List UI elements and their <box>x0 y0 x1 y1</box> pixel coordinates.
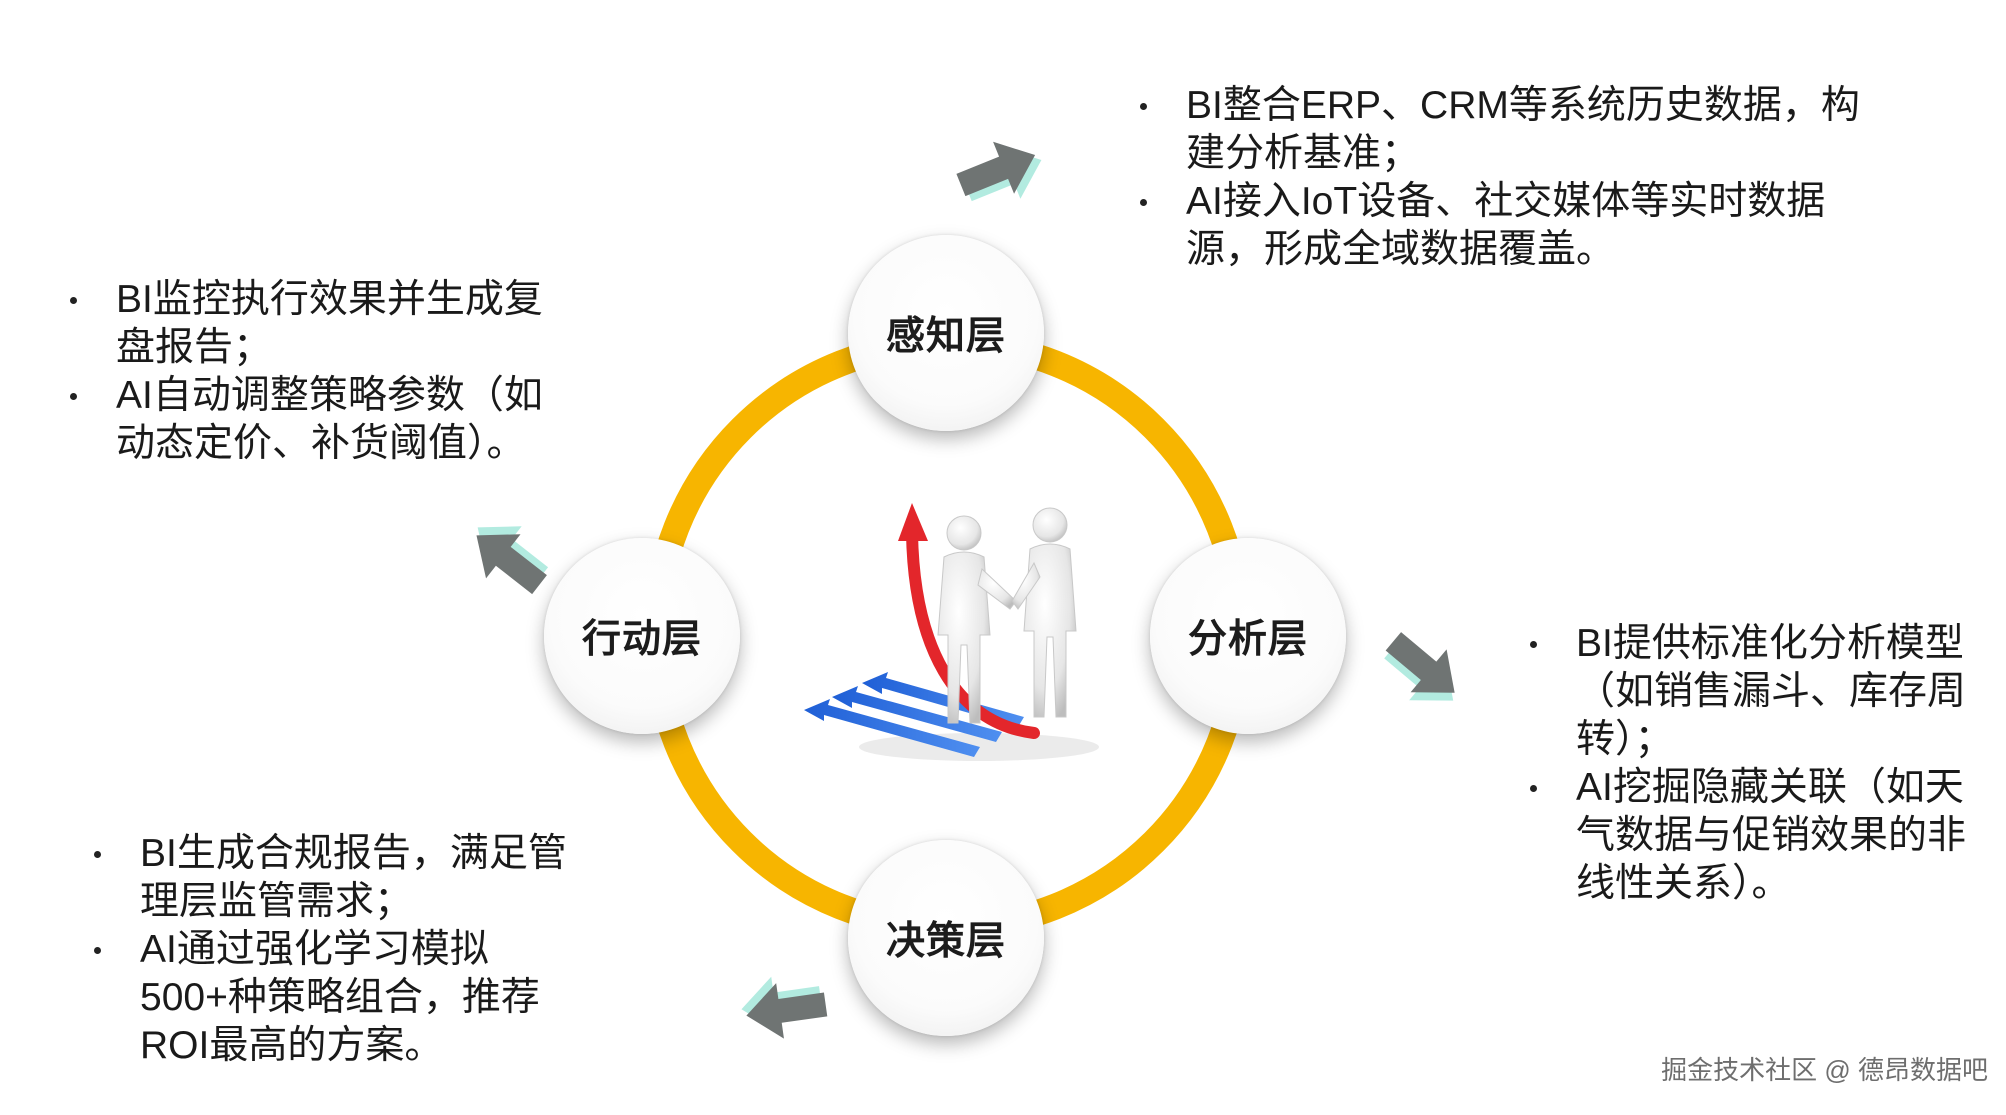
node-label: 决策层 <box>885 920 1006 963</box>
person-figure-left <box>937 515 1017 724</box>
decision-text-block: BI生成合规报告，满足管理层监管需求； AI通过强化学习模拟500+种策略组合，… <box>88 830 568 1070</box>
bullet-item: BI整合ERP、CRM等系统历史数据，构建分析基准； <box>1134 82 1874 178</box>
node-decision: 决策层 <box>848 840 1044 1036</box>
block-arrow-icon <box>476 526 549 595</box>
node-label: 行动层 <box>581 618 702 661</box>
node-label: 感知层 <box>885 315 1006 358</box>
analysis-text-block: BI提供标准化分析模型（如销售漏斗、库存周转）； AI挖掘隐藏关联（如天气数据与… <box>1524 620 1994 908</box>
bullet-item: BI生成合规报告，满足管理层监管需求； <box>88 830 568 926</box>
bullet-item: AI自动调整策略参数（如动态定价、补货阈值）。 <box>64 372 564 468</box>
node-label: 分析层 <box>1187 618 1308 661</box>
block-arrow-icon <box>956 141 1042 202</box>
handshake-growth-illustration <box>804 503 1099 761</box>
bullet-item: AI通过强化学习模拟500+种策略组合，推荐ROI最高的方案。 <box>88 926 568 1070</box>
bullet-item: BI提供标准化分析模型（如销售漏斗、库存周转）； <box>1524 620 1994 764</box>
block-arrow-icon <box>1384 632 1455 701</box>
action-text-block: BI监控执行效果并生成复盘报告； AI自动调整策略参数（如动态定价、补货阈值）。 <box>64 276 564 468</box>
bullet-item: AI接入IoT设备、社交媒体等实时数据源，形成全域数据覆盖。 <box>1134 178 1874 274</box>
bullet-item: BI监控执行效果并生成复盘报告； <box>64 276 564 372</box>
bullet-item: AI挖掘隐藏关联（如天气数据与促销效果的非线性关系）。 <box>1524 764 1994 908</box>
node-action: 行动层 <box>544 538 740 734</box>
perception-text-block: BI整合ERP、CRM等系统历史数据，构建分析基准； AI接入IoT设备、社交媒… <box>1134 82 1874 274</box>
node-perception: 感知层 <box>848 235 1044 431</box>
person-figure-right <box>1011 507 1077 718</box>
block-arrow-icon <box>741 976 828 1039</box>
growth-arrow-icon <box>898 503 1040 739</box>
watermark: 掘金技术社区 @ 德昂数据吧 <box>1661 1055 1988 1085</box>
node-analysis: 分析层 <box>1150 538 1346 734</box>
